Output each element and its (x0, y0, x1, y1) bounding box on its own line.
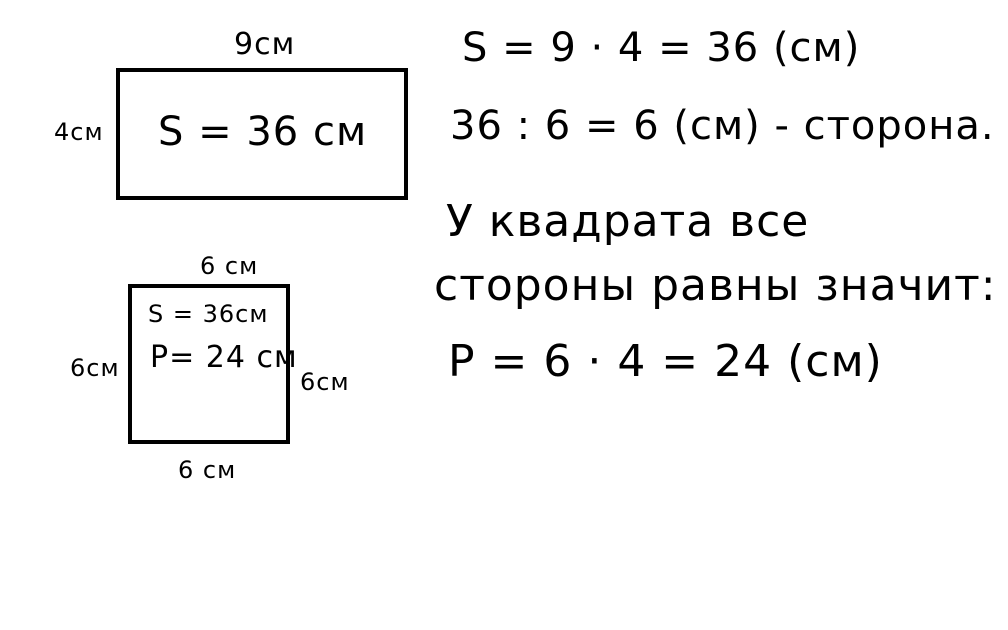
rect-left-label: 4см (54, 118, 104, 146)
square-shape (128, 284, 290, 444)
square-right-label: 6см (300, 368, 350, 396)
square-area-text: S = 36см (148, 300, 269, 328)
square-left-label: 6см (70, 354, 120, 382)
solution-perimeter-calc: P = 6 · 4 = 24 (см) (448, 336, 883, 387)
square-perimeter-text: P= 24 см (150, 340, 298, 375)
solution-area-calc: S = 9 · 4 = 36 (см) (462, 25, 861, 71)
solution-statement-line1: У квадрата все (446, 196, 810, 247)
rectangle-shape (116, 68, 408, 200)
square-bottom-label: 6 см (178, 456, 237, 484)
rect-area-text: S = 36 см (158, 109, 368, 155)
solution-statement-line2: стороны равны значит: (434, 260, 997, 311)
solution-side-calc: 36 : 6 = 6 (см) - сторона. (450, 103, 995, 149)
rect-top-label: 9см (234, 27, 296, 62)
square-top-label: 6 см (200, 252, 259, 280)
